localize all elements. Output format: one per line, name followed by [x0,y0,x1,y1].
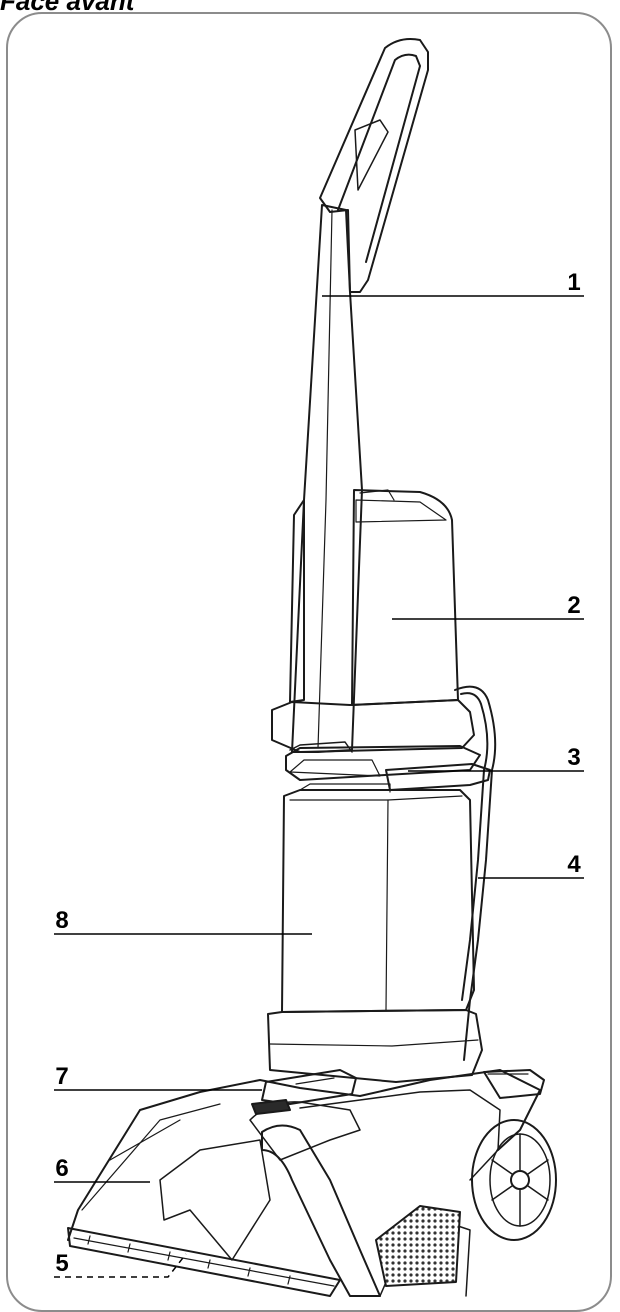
leader-lines [54,295,584,1278]
tank-collar [271,699,481,781]
clean-water-tank [289,489,459,706]
callout-8: 8 [55,907,68,934]
callout-1: 1 [567,269,580,296]
rear-wheel [471,1119,557,1241]
rear-cover [483,1069,545,1099]
front-nozzle-strip [67,1227,341,1297]
power-cord [454,685,497,1061]
callout-4: 4 [567,851,581,878]
tank-release-latch [385,763,491,791]
callout-7: 7 [55,1063,68,1090]
base-body [67,1069,541,1297]
base-collar [267,1009,483,1083]
leader-line-5 [54,1253,187,1278]
callout-5: 5 [55,1250,68,1277]
callout-6: 6 [55,1155,68,1182]
callout-3: 3 [567,744,580,771]
vent-grille [375,1205,461,1287]
handle-grip [319,38,429,293]
spray-trigger [251,1069,357,1115]
dirty-water-tank [281,783,475,1013]
callout-2: 2 [567,592,580,619]
